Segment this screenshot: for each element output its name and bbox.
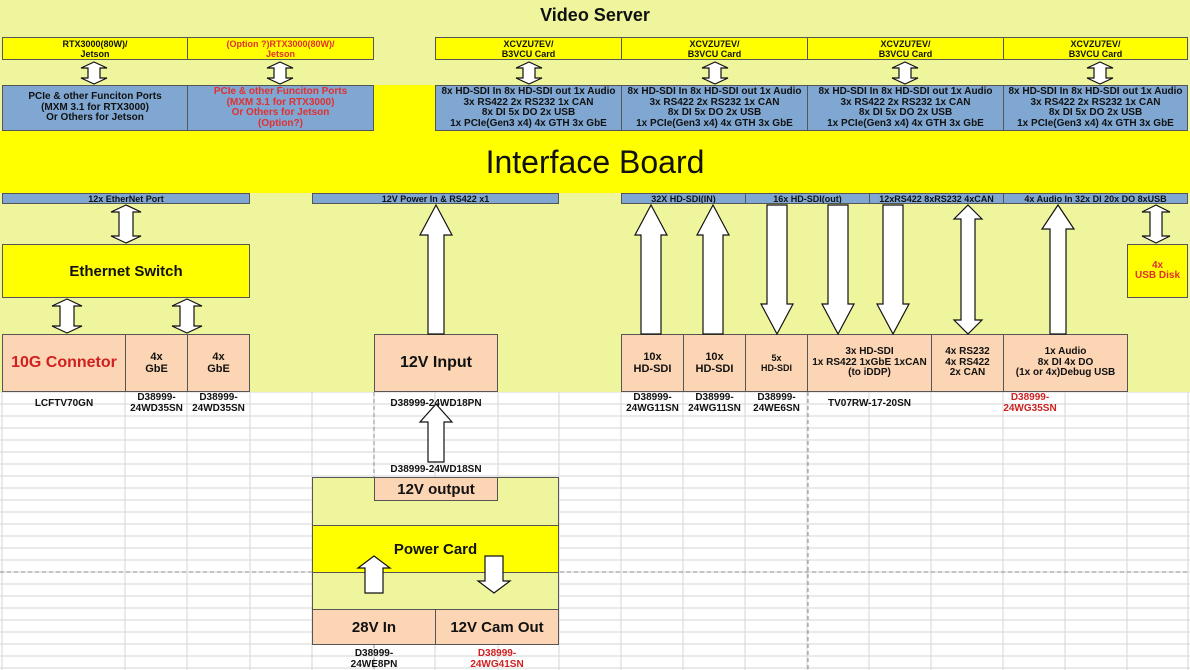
code-hdsdi-out: D38999-24WE6SN [753,392,800,414]
page-title: Video Server [540,4,650,25]
code-gbe-2: D38999-24WD35SN [192,392,245,414]
module-rtx3000: RTX3000(80W)/Jetson [2,37,188,60]
code-28v-in: D38999-24WE8PN [350,648,398,670]
connector-10g: 10G Connetor [2,334,126,392]
strip-hdsdi-in: 32X HD-SDI(IN) [621,193,746,204]
power-28v-in: 28V In [312,609,436,645]
power-12v-cam-out: 12V Cam Out [435,609,559,645]
ports-rtx3000-option: PCIe & other Funciton Ports(MXM 3.1 for … [187,85,374,131]
power-card: Power Card [312,525,559,573]
code-10g: LCFTV70GN [34,398,94,409]
connector-12v-input: 12V Input [374,334,498,392]
module-xcvzu7ev-2: XCVZU7EV/B3VCU Card [621,37,808,60]
code-hdsdi-2: D38999-24WG11SN [688,392,741,414]
strip-serial: 12xRS422 8xRS232 4xCAN [869,193,1004,204]
module-xcvzu7ev-3: XCVZU7EV/B3VCU Card [807,37,1004,60]
power-12v-output: 12V output [374,477,498,501]
ports-rtx3000: PCIe & other Funciton Ports(MXM 3.1 for … [2,85,188,131]
strip-12v-power: 12V Power In & RS422 x1 [312,193,559,204]
code-gbe-1: D38999-24WD35SN [130,392,183,414]
code-12v-output: D38999-24WD18SN [390,464,482,475]
code-iddp: TV07RW-17-20SN [828,398,911,409]
interface-board-gap-fill [374,85,435,131]
module-xcvzu7ev-4: XCVZU7EV/B3VCU Card [1003,37,1188,60]
code-12v-input: D38999-24WD18PN [390,398,482,409]
code-audio: D38999-24WG35SN [1003,392,1057,414]
strip-ethernet-ports: 12x EtherNet Port [2,193,250,204]
strip-audio-io: 4x Audio In 32x DI 20x DO 8xUSB [1003,193,1188,204]
module-xcvzu7ev-1: XCVZU7EV/B3VCU Card [435,37,622,60]
module-rtx3000-option: (Option ?)RTX3000(80W)/Jetson [187,37,374,60]
code-12v-cam-out: D38999-24WG41SN [470,648,524,670]
interface-board: Interface Board [0,131,1190,193]
strip-hdsdi-out: 16x HD-SDI(out) [745,193,870,204]
ethernet-switch: Ethernet Switch [2,244,250,298]
code-hdsdi-1: D38999-24WG11SN [626,392,679,414]
